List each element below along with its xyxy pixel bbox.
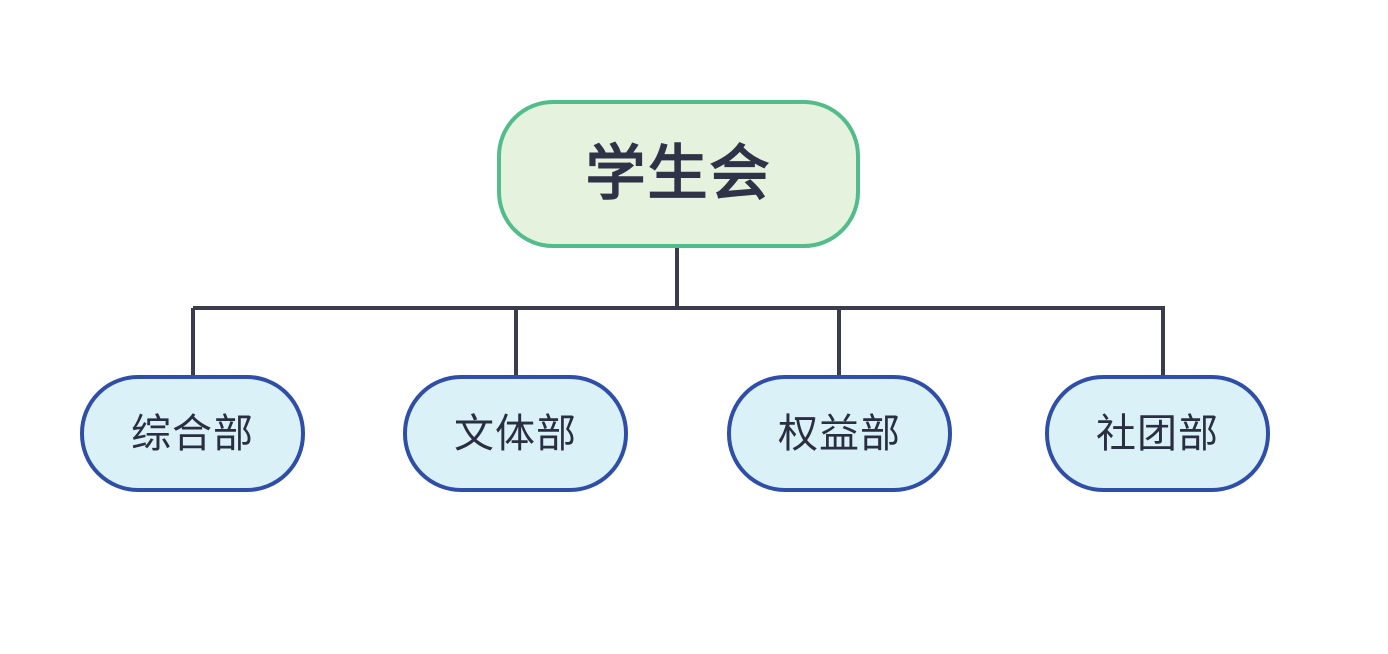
node-child-label: 文体部 xyxy=(454,411,577,456)
connector-horizontal-bus xyxy=(193,306,1165,310)
node-root-student-union[interactable]: 学生会 xyxy=(497,100,860,248)
connector-drop-wentib xyxy=(514,308,518,378)
connector-drop-quanyib xyxy=(837,308,841,378)
node-child-label: 权益部 xyxy=(778,411,901,456)
node-child-label: 综合部 xyxy=(131,411,254,456)
node-child-label: 社团部 xyxy=(1096,411,1219,456)
connector-root-stem xyxy=(675,246,679,310)
connector-drop-shetuanb xyxy=(1161,308,1165,378)
node-root-label: 学生会 xyxy=(585,141,772,207)
node-child-quanyib[interactable]: 权益部 xyxy=(727,375,952,492)
connector-drop-zongheb xyxy=(191,308,195,378)
node-child-wentib[interactable]: 文体部 xyxy=(403,375,628,492)
node-child-shetuanb[interactable]: 社团部 xyxy=(1045,375,1270,492)
node-child-zongheb[interactable]: 综合部 xyxy=(80,375,305,492)
